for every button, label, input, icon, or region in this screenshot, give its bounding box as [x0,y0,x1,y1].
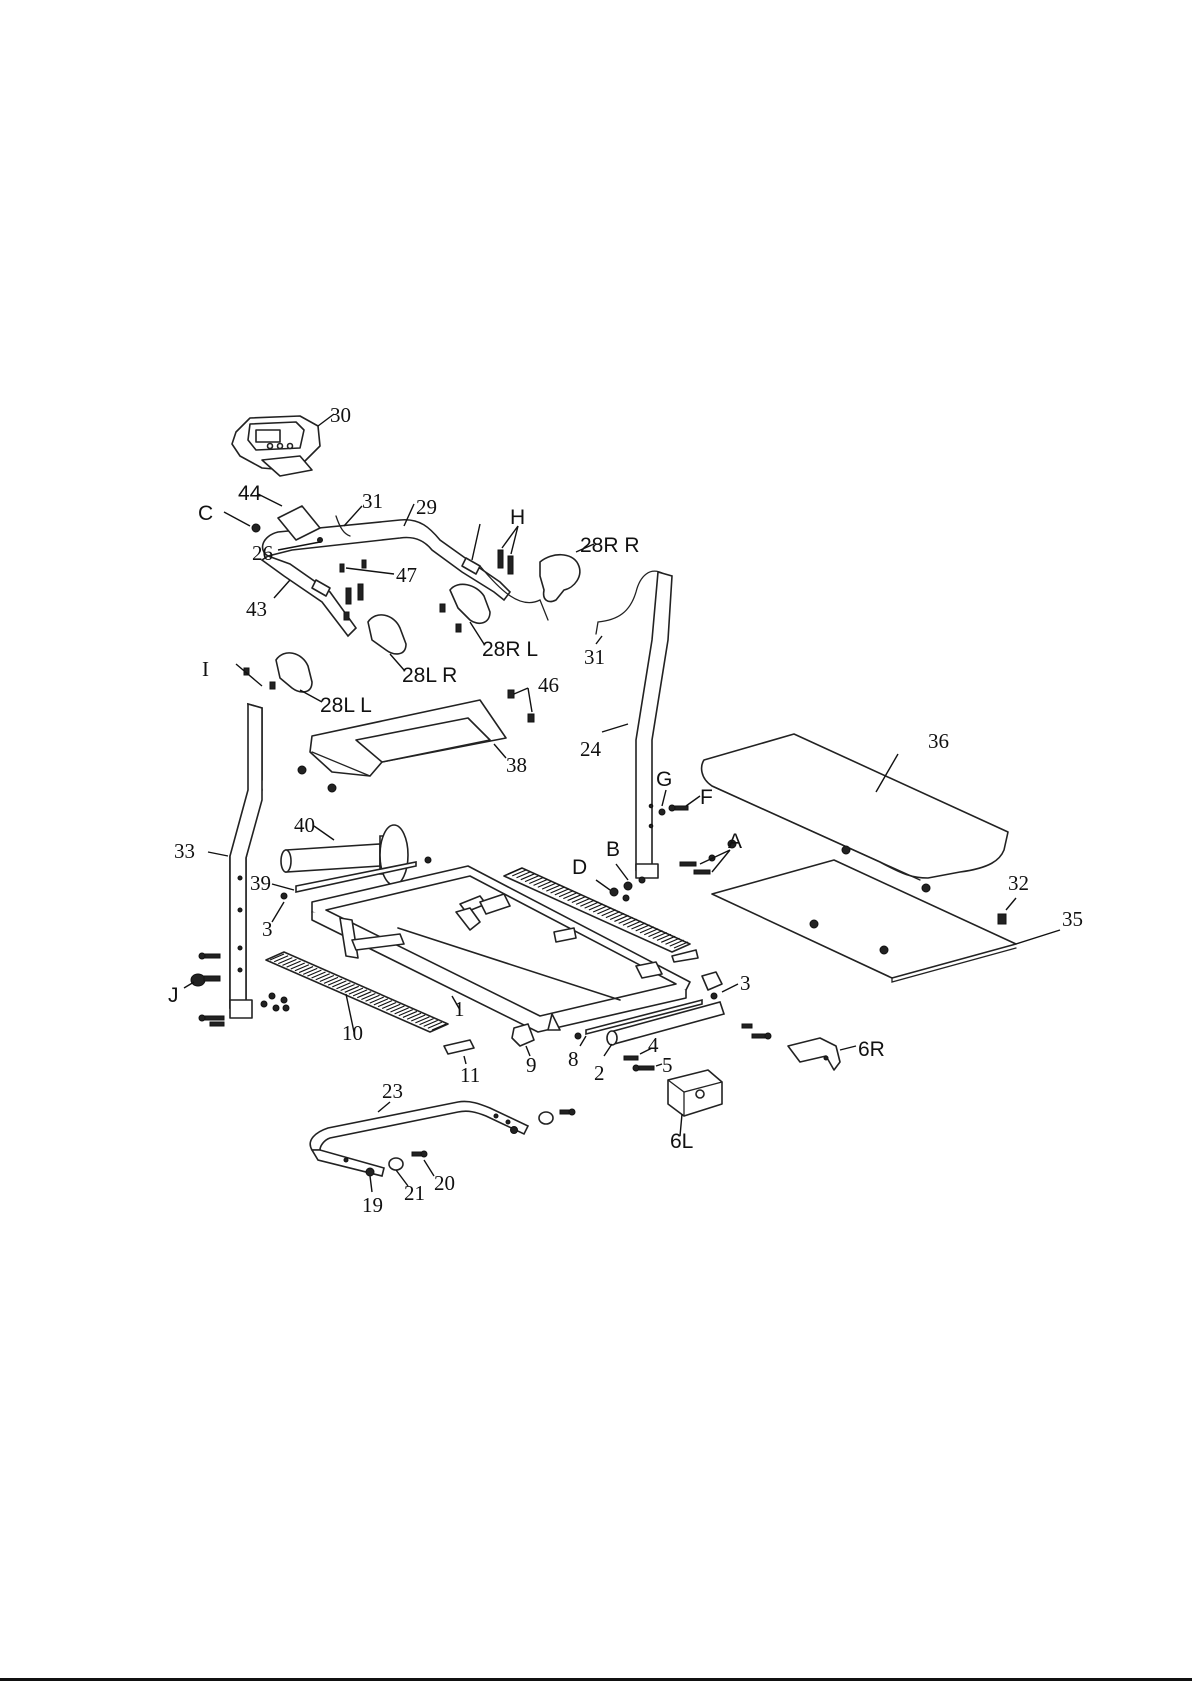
label-10: 10 [342,1021,363,1045]
label-I: I [202,657,209,681]
upright-part-24 [602,572,672,878]
label-F: F [700,786,713,809]
label-46: 46 [538,673,559,697]
label-20: 20 [434,1171,455,1195]
label-43: 43 [246,597,267,621]
label-C: C [198,502,213,525]
label-5: 5 [662,1053,673,1077]
knob-J [184,974,220,988]
label-D: D [572,856,587,879]
bolt-6R [742,1024,771,1039]
screw-47 [340,560,394,574]
label-G: G [656,768,672,791]
grip-part-28LL [276,653,322,702]
label-47: 47 [396,563,417,587]
wire-part-31-top [344,506,362,526]
label-31-right: 31 [584,645,605,669]
spacer-3-left [272,902,284,922]
bolt-group-H [498,526,518,574]
label-28RL: 28R L [482,638,538,661]
label-33: 33 [174,839,195,863]
leader-H-top [472,524,480,560]
label-28LL: 28L L [320,694,372,717]
bolt-C [224,512,260,532]
screw-I [236,664,275,689]
label-11: 11 [460,1063,480,1087]
label-40: 40 [294,813,315,837]
label-38: 38 [506,753,527,777]
end-cap-part-6L [668,1070,722,1136]
label-32: 32 [1008,871,1029,895]
fastener-G [659,790,666,815]
label-21: 21 [404,1181,425,1205]
bolt-part-19 [366,1168,374,1192]
fastener-F [669,796,700,811]
label-28LR: 28L R [402,664,457,687]
page-bottom-rule [0,1678,1192,1681]
screws-left [344,584,363,620]
label-H: H [510,506,525,529]
label-31-top: 31 [362,489,383,513]
grip-part-28LR [368,615,406,670]
deck-board-part-36 [702,734,1008,880]
fastener-D [596,880,629,901]
label-6R: 6R [858,1038,885,1061]
support-bar-part-23 [310,1101,528,1176]
label-23: 23 [382,1079,403,1103]
label-29: 29 [416,495,437,519]
end-cap-part-11 [444,1040,474,1064]
label-1: 1 [454,997,465,1021]
end-cap-part-6R [788,1038,856,1070]
label-26: 26 [252,541,273,565]
label-28RR: 28R R [580,534,640,557]
label-24: 24 [580,737,602,761]
label-44: 44 [238,482,262,505]
label-19: 19 [362,1193,383,1217]
label-A: A [728,830,742,853]
frame-part-1 [312,866,690,1032]
label-B: B [606,838,620,861]
console-part-30 [232,414,334,476]
screw-46 [508,688,534,722]
upright-part-33 [208,704,262,1018]
tube-part-43 [274,580,290,598]
label-36: 36 [928,729,949,753]
grip-part-28RL [450,584,490,644]
label-4: 4 [648,1033,659,1057]
label-39: 39 [250,871,271,895]
label-35: 35 [1062,907,1083,931]
bolt-part-5 [633,1064,662,1071]
label-8: 8 [568,1047,579,1071]
label-3-left: 3 [262,917,273,941]
fastener-A [680,850,730,874]
bolt-part-20 [412,1151,434,1176]
label-2: 2 [594,1061,605,1085]
label-6L: 6L [670,1130,693,1153]
label-J: J [168,984,179,1007]
screw-32 [998,898,1016,924]
foot-piece-right [702,972,722,990]
label-9: 9 [526,1053,537,1077]
label-30: 30 [330,403,351,427]
insert-piece [672,950,698,962]
label-3-right: 3 [740,971,751,995]
